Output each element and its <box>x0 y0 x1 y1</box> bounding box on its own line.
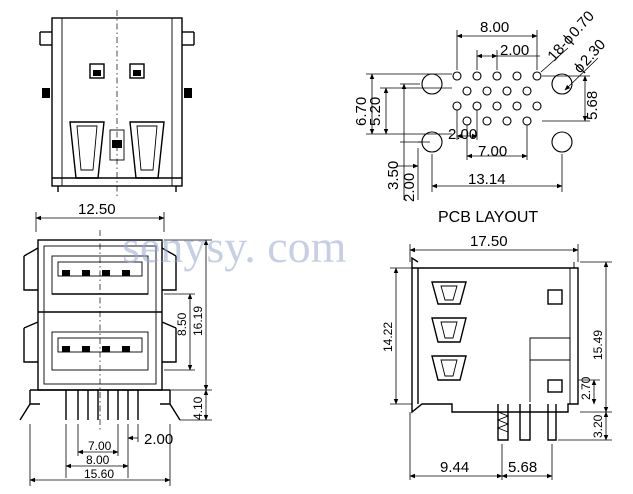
dim-2-70: 2.70 <box>579 376 593 400</box>
dim-2-00-top: 2.00 <box>500 42 529 59</box>
dim-14-22: 14.22 <box>381 322 395 352</box>
dim-2-30: 2.30 <box>577 36 609 69</box>
dim-7-00-pcb: 7.00 <box>478 143 507 160</box>
dim-7-00-front: 7.00 <box>88 439 112 453</box>
dim-6-70: 6.70 <box>353 97 370 126</box>
pcb-mount-hole-bottom-right <box>551 131 573 153</box>
dim-9-44: 9.44 <box>440 459 469 476</box>
side-window <box>547 289 563 305</box>
dim-16-19: 16.19 <box>191 306 205 336</box>
top-view <box>39 10 195 196</box>
dim-8-50: 8.50 <box>175 312 189 336</box>
dim-2-00-mid: 2.00 <box>448 126 477 143</box>
dim-2-00-front: 2.00 <box>144 431 173 448</box>
dim-8-00: 8.00 <box>480 19 509 36</box>
dim-5-68-pcb: 5.68 <box>584 91 601 120</box>
dim-0-70: 0.70 <box>566 8 598 41</box>
dim-17-50: 17.50 <box>470 233 508 250</box>
dim-4-10: 4.10 <box>191 396 205 420</box>
watermark-text: senysy. com <box>122 221 347 272</box>
dim-5-68-side: 5.68 <box>508 459 537 476</box>
dim-15-60: 15.60 <box>84 467 114 481</box>
pcb-mount-hole-top-right <box>551 73 573 95</box>
dim-5-20: 5.20 <box>367 97 384 126</box>
dim-2-00-left: 2.00 <box>401 173 418 202</box>
pcb-hole-grid <box>452 71 542 126</box>
dim-3-20: 3.20 <box>591 414 605 438</box>
dim-15-49: 15.49 <box>591 330 605 360</box>
pcb-layout: 8.00 2.00 18- ϕ 0.70 ϕ 2.30 6.70 5.20 5.… <box>353 8 609 226</box>
dim-13-14: 13.14 <box>468 171 506 188</box>
dim-3-50: 3.50 <box>385 161 402 190</box>
pcb-mount-hole-top-left <box>421 73 443 95</box>
front-view: 12.50 <box>19 201 212 486</box>
pcb-layout-title: PCB LAYOUT <box>438 209 538 226</box>
side-view: 17.50 14.22 15.49 2.70 3.20 <box>381 233 612 480</box>
dim-8-00-front: 8.00 <box>86 453 110 467</box>
side-body-outline <box>411 267 579 414</box>
dim-12-50: 12.50 <box>78 201 116 218</box>
